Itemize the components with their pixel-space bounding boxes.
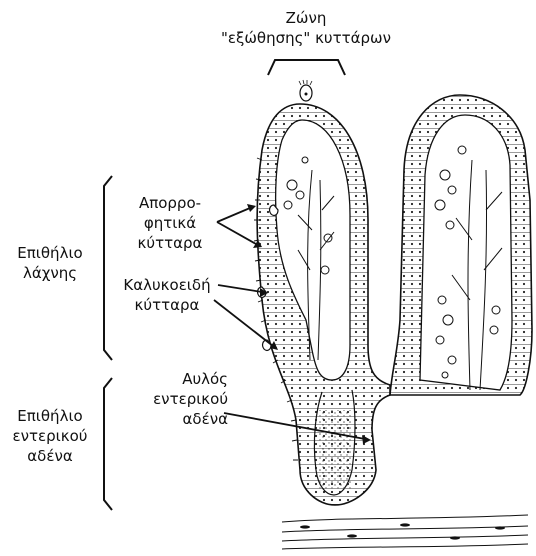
- zone-label: Ζώνη "εξώθησης" κυττάρων: [196, 8, 416, 48]
- gland-lumen-label: Αυλός εντερικού αδένα: [120, 369, 228, 429]
- zone-label-line1: Ζώνη: [196, 8, 416, 28]
- gland-lumen-line1: Αυλός: [120, 369, 228, 389]
- extruded-cell: [299, 80, 312, 101]
- gland-epithelium-line2: εντερικού: [0, 426, 100, 446]
- crypt-cells: [318, 410, 352, 490]
- villus-epithelium-line2: λάχνης: [0, 263, 100, 283]
- gland-epithelium-label: Επιθήλιο εντερικού αδένα: [0, 406, 100, 466]
- villus-epithelium-bracket: [104, 176, 112, 360]
- absorptive-line3: κύτταρα: [120, 233, 220, 253]
- zone-label-line2: "εξώθησης" κυττάρων: [196, 28, 416, 48]
- absorptive-line1: Απορρο-: [120, 193, 220, 213]
- gland-epithelium-line3: αδένα: [0, 446, 100, 466]
- connective-tissue: [282, 515, 528, 549]
- villus-epithelium-line1: Επιθήλιο: [0, 243, 100, 263]
- absorptive-cells-label: Απορρο- φητικά κύτταρα: [120, 193, 220, 253]
- absorptive-line2: φητικά: [120, 213, 220, 233]
- gland-epithelium-line1: Επιθήλιο: [0, 406, 100, 426]
- goblet-line2: κύτταρα: [112, 295, 222, 315]
- zone-bracket: [268, 60, 345, 75]
- villus-epithelium-label: Επιθήλιο λάχνης: [0, 243, 100, 283]
- gland-lumen-line3: αδένα: [120, 409, 228, 429]
- gland-epithelium-bracket: [104, 378, 112, 510]
- goblet-line1: Καλυκοειδή: [112, 275, 222, 295]
- goblet-cells-label: Καλυκοειδή κύτταρα: [112, 275, 222, 315]
- gland-lumen-line2: εντερικού: [120, 389, 228, 409]
